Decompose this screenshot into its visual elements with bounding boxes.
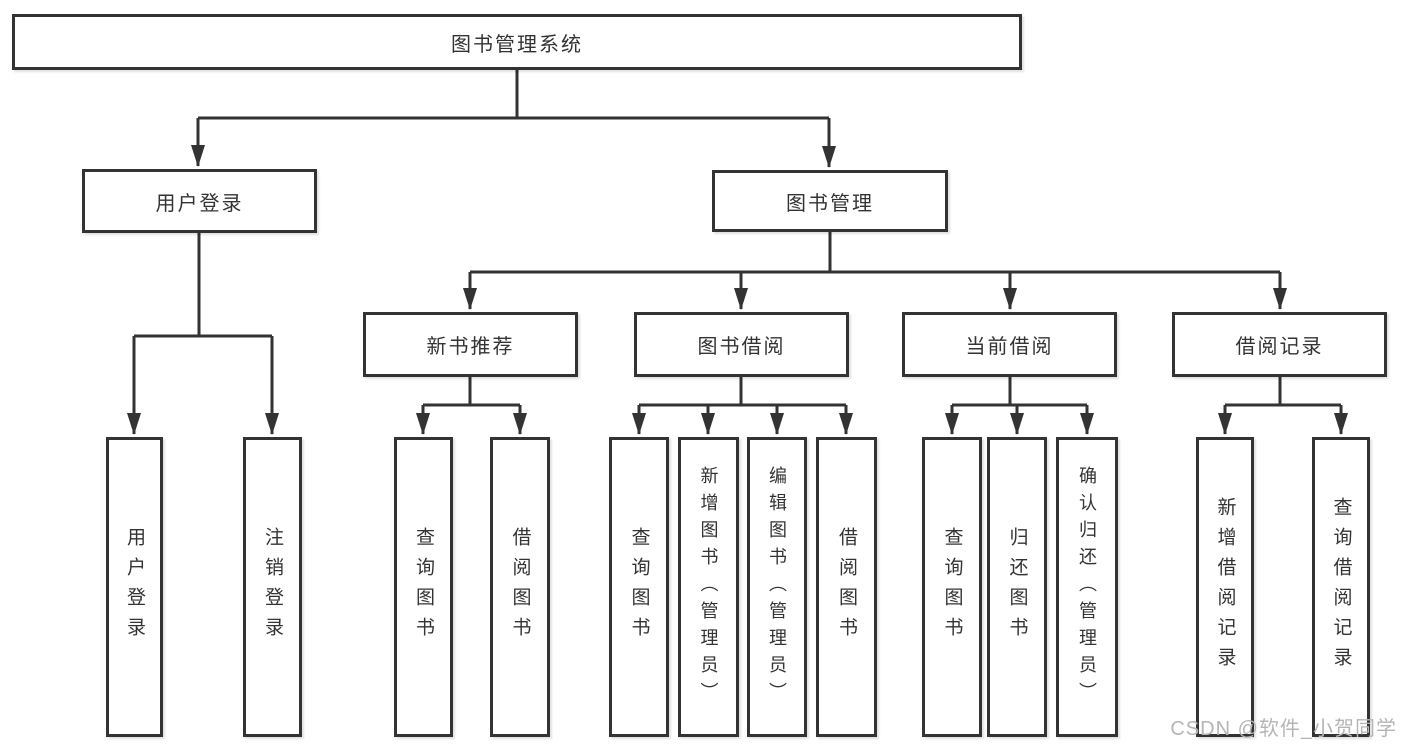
leaf-borrow-books-recommend: 借阅图书 xyxy=(490,437,550,737)
leaf-label: 确认归还（管理员） xyxy=(1077,465,1097,709)
node-current-borrowing: 当前借阅 xyxy=(902,312,1117,377)
node-book-borrowing: 图书借阅 xyxy=(634,312,849,377)
leaf-logout: 注销登录 xyxy=(243,437,302,737)
leaf-label: 用户登录 xyxy=(124,527,145,647)
leaf-label: 查询借阅记录 xyxy=(1330,497,1352,677)
leaf-label: 借阅图书 xyxy=(509,527,531,647)
leaf-label: 查询图书 xyxy=(628,527,650,647)
leaf-confirm-return-admin: 确认归还（管理员） xyxy=(1056,437,1118,737)
node-new-book-recommendation: 新书推荐 xyxy=(363,312,578,377)
leaf-add-borrow-record: 新增借阅记录 xyxy=(1196,437,1254,737)
node-library-management-system: 图书管理系统 xyxy=(12,14,1022,70)
leaf-borrow-books: 借阅图书 xyxy=(816,437,877,737)
leaf-edit-books-admin: 编辑图书（管理员） xyxy=(747,437,807,737)
leaf-query-books-recommend: 查询图书 xyxy=(394,437,453,737)
leaf-label: 新增借阅记录 xyxy=(1214,497,1236,677)
leaf-query-books-current: 查询图书 xyxy=(922,437,982,737)
leaf-user-login: 用户登录 xyxy=(106,437,163,737)
leaf-label: 查询图书 xyxy=(413,527,434,647)
leaf-label: 借阅图书 xyxy=(836,527,857,647)
leaf-query-books-borrowing: 查询图书 xyxy=(609,437,669,737)
csdn-watermark: CSDN @软件_小贺同学 xyxy=(1170,718,1397,740)
leaf-return-books: 归还图书 xyxy=(987,437,1047,737)
leaf-label: 注销登录 xyxy=(262,527,283,647)
leaf-label: 查询图书 xyxy=(941,527,963,647)
node-book-management: 图书管理 xyxy=(712,170,948,232)
leaf-label: 归还图书 xyxy=(1006,527,1028,647)
leaf-query-borrow-record: 查询借阅记录 xyxy=(1312,437,1370,737)
leaf-label: 新增图书（管理员） xyxy=(698,465,719,709)
leaf-add-books-admin: 新增图书（管理员） xyxy=(678,437,739,737)
leaf-label: 编辑图书（管理员） xyxy=(767,465,787,709)
node-borrowing-records: 借阅记录 xyxy=(1172,312,1387,377)
node-user-login: 用户登录 xyxy=(82,169,317,233)
